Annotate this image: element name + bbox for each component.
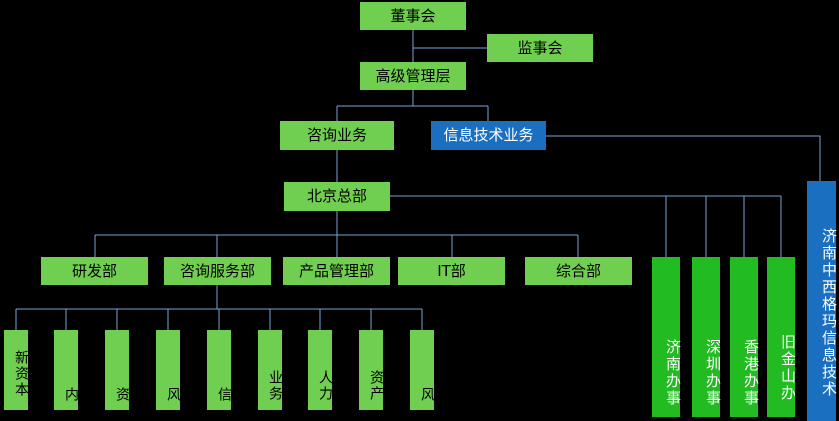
node-office-shenzhen: 深圳办事	[692, 257, 722, 417]
node-sub-7: 人力	[308, 330, 333, 410]
node-sub-9: 风	[410, 330, 435, 410]
node-sub-2: 内	[54, 330, 79, 410]
node-senior-mgmt: 高级管理层	[360, 62, 466, 90]
node-consulting: 咨询业务	[280, 121, 394, 150]
node-sub-6: 业务	[258, 330, 283, 410]
node-office-hongkong: 香港办事	[730, 257, 760, 417]
node-supervisory: 监事会	[487, 34, 593, 62]
node-product-mgmt: 产品管理部	[283, 257, 390, 285]
node-general-dept: 综合部	[525, 257, 632, 285]
node-consulting-service: 咨询服务部	[164, 257, 271, 285]
node-sub-5: 信	[207, 330, 232, 410]
node-sub-8: 资产	[359, 330, 384, 410]
connector-lines	[15, 30, 821, 330]
org-chart: 董事会 监事会 高级管理层 咨询业务 信息技术业务 北京总部 研发部 咨询服务部…	[4, 2, 838, 421]
node-it-dept: IT部	[398, 257, 505, 285]
node-office-sf: 旧金山办	[767, 257, 797, 417]
node-sub-1: 新资本	[4, 330, 29, 410]
line-it-to-jinan	[546, 135, 821, 181]
node-board: 董事会	[360, 2, 466, 30]
node-beijing-hq: 北京总部	[284, 182, 390, 211]
node-sub-3: 资	[105, 330, 130, 410]
node-office-jinan: 济南办事	[652, 257, 682, 417]
node-it-business: 信息技术业务	[431, 121, 546, 150]
node-rnd: 研发部	[41, 257, 148, 285]
node-sub-4: 风	[156, 330, 181, 410]
node-jinan-tech: 济南中西格玛信息技术	[807, 181, 838, 421]
